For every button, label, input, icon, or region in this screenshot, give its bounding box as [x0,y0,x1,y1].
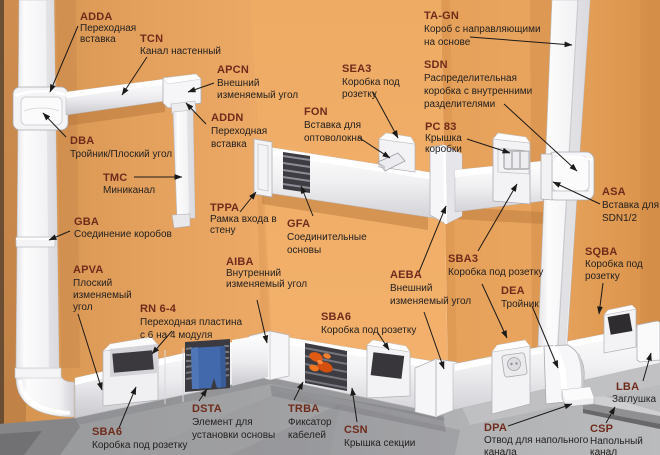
svg-text:Коробка под розетку: Коробка под розетку [321,324,416,336]
svg-text:Переходная пластина: Переходная пластина [140,317,242,328]
svg-text:TCN: TCN [140,33,163,45]
svg-text:RN 6-4: RN 6-4 [140,303,177,315]
svg-text:на основе: на основе [424,37,471,48]
svg-text:Рамка входа в: Рамка входа в [210,214,277,225]
svg-text:вставка: вставка [211,139,247,150]
svg-text:изменяемый угол: изменяемый угол [217,90,298,101]
svg-text:изменяемый угол: изменяемый угол [226,279,307,290]
svg-text:Распределительная: Распределительная [424,73,517,84]
svg-text:Внутренний: Внутренний [226,268,281,279]
svg-text:ТРРА: ТРРА [210,202,239,214]
svg-text:Вставка для: Вставка для [304,120,361,131]
svg-text:с 6 на 4 модуля: с 6 на 4 модуля [140,330,212,341]
svg-text:Плоский: Плоский [73,278,112,289]
svg-text:Переходная: Переходная [80,23,136,34]
svg-text:Коробка под: Коробка под [342,76,400,88]
svg-text:TRBA: TRBA [288,403,319,415]
svg-text:кабелей: кабелей [288,429,326,441]
svg-text:DSTA: DSTA [192,403,222,415]
svg-text:ADDA: ADDA [80,11,113,23]
svg-text:вставка: вставка [80,34,116,45]
svg-text:разделителями: разделителями [424,99,495,110]
svg-text:канал: канал [590,447,617,455]
svg-text:FON: FON [304,106,328,118]
svg-text:Переходная: Переходная [211,126,267,137]
svg-text:коробки: коробки [425,143,462,155]
svg-text:Крышка секции: Крышка секции [344,438,415,449]
svg-text:Тройник/Плоский угол: Тройник/Плоский угол [70,149,172,160]
svg-text:Крышка: Крышка [425,133,462,144]
svg-text:Короб с направляющими: Короб с направляющими [424,23,541,35]
svg-text:основы: основы [287,245,321,256]
svg-text:Соединительные: Соединительные [287,232,367,243]
svg-text:розетку: розетку [585,271,620,282]
svg-text:SQBA: SQBA [585,246,618,258]
svg-text:ТМС: ТМС [103,172,127,184]
svg-text:угол: угол [73,302,93,313]
svg-text:APVA: APVA [73,264,104,276]
svg-text:Напольный: Напольный [590,436,643,447]
svg-text:SBA6: SBA6 [92,426,122,438]
svg-text:Тройник: Тройник [501,299,539,310]
svg-text:стену: стену [210,225,236,236]
svg-text:APCN: APCN [217,64,249,76]
svg-text:Миниканал: Миниканал [103,185,155,196]
svg-text:изменяемый: изменяемый [73,290,132,301]
svg-text:Элемент для: Элемент для [192,417,253,428]
svg-text:Вставка для: Вставка для [602,200,659,211]
svg-text:Заглушка: Заглушка [612,394,656,405]
svg-text:изменяемый угол: изменяемый угол [390,296,471,307]
svg-text:канала: канала [484,447,517,455]
svg-text:CSP: CSP [590,423,613,435]
svg-text:SBA6: SBA6 [321,311,351,323]
svg-text:Отвод для напольного: Отвод для напольного [484,435,589,446]
svg-text:DEA: DEA [501,285,525,297]
svg-text:DPA: DPA [484,422,507,434]
svg-text:SEA3: SEA3 [342,63,372,75]
svg-text:установки основы: установки основы [192,430,275,441]
svg-text:Канал настенный: Канал настенный [140,46,221,57]
svg-text:ASA: ASA [602,186,626,198]
svg-text:Соединение коробов: Соединение коробов [74,228,172,240]
svg-text:AIBA: AIBA [226,256,254,268]
svg-text:Коробка под розетку: Коробка под розетку [92,439,187,451]
svg-text:Внешний: Внешний [390,283,432,294]
svg-text:ADDN: ADDN [211,112,244,124]
svg-text:Коробка под розетку: Коробка под розетку [448,266,543,278]
svg-text:SDN1/2: SDN1/2 [602,213,637,224]
svg-text:LBA: LBA [616,381,639,393]
svg-text:Фиксатор: Фиксатор [288,417,332,428]
svg-text:SBA3: SBA3 [448,253,478,265]
svg-text:TA-GN: TA-GN [424,10,459,22]
svg-text:Коробка под: Коробка под [585,258,643,270]
svg-text:Внешний: Внешний [217,78,259,89]
svg-text:SDN: SDN [424,59,448,71]
svg-text:AEBA: AEBA [390,269,422,281]
svg-text:DBA: DBA [70,135,94,147]
svg-text:GBA: GBA [74,216,99,228]
svg-text:оптоволокна: оптоволокна [304,133,363,144]
svg-text:PC 83: PC 83 [425,121,457,133]
svg-text:розетку: розетку [342,89,377,100]
svg-text:CSN: CSN [344,424,368,436]
svg-text:GFA: GFA [287,218,310,230]
svg-text:коробка с внутренними: коробка с внутренними [424,85,532,97]
